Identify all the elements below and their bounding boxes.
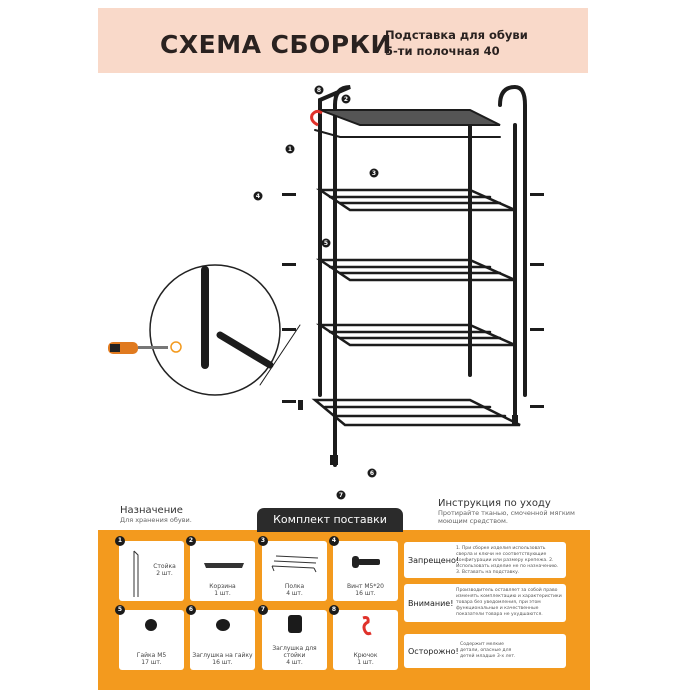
- assembly-diagram: 8 2 1 3 4 5 6 7: [108, 84, 544, 500]
- item-number: 4: [329, 536, 339, 546]
- screw-icon: [352, 556, 380, 568]
- svg-text:6: 6: [370, 470, 374, 477]
- post-icon: [133, 550, 139, 597]
- item-number: 5: [115, 605, 125, 615]
- shelf: [315, 258, 516, 282]
- svg-text:7: 7: [339, 492, 343, 499]
- care-text: Протирайте тканью, смоченной мягким моющ…: [438, 509, 575, 525]
- callout-3: 3: [369, 168, 379, 178]
- item-qty: 1 шт.: [357, 659, 374, 666]
- post-cap-icon: [288, 615, 302, 633]
- callout-1: 1: [285, 144, 295, 154]
- item-name: Заглушка на гайку: [192, 652, 253, 659]
- item-number: 2: [186, 536, 196, 546]
- svg-text:8: 8: [317, 87, 321, 94]
- item-number: 8: [329, 605, 339, 615]
- item-qty: 16 шт.: [212, 659, 233, 666]
- hook-icon: [362, 616, 372, 636]
- page-title: СХЕМА СБОРКИ: [160, 30, 392, 59]
- note-caution: Осторожно! Содержит мелкие детали, опасн…: [404, 634, 566, 668]
- detail-pointer-line: [259, 324, 301, 386]
- item-number: 1: [115, 536, 125, 546]
- header-band: [98, 8, 588, 73]
- detail-shelf-bar: [216, 331, 274, 369]
- left-back-post: [318, 85, 351, 397]
- item-number: 7: [258, 605, 268, 615]
- purpose-heading: Назначение: [120, 505, 183, 516]
- note-text: Содержит мелкие детали, опасные для дете…: [460, 642, 516, 659]
- item-name: Винт М5*20: [347, 583, 384, 590]
- item-name: Корзина: [209, 583, 236, 590]
- kit-tab: Комплект поставки: [257, 508, 403, 532]
- svg-text:2: 2: [344, 96, 348, 103]
- callout-7: 7: [336, 490, 346, 500]
- note-text: 1. При сборке изделия использовать сверл…: [456, 546, 559, 575]
- item-name: Крючок: [353, 652, 378, 659]
- care-heading: Инструкция по уходу: [438, 498, 551, 509]
- note-label: Запрещено!: [408, 556, 460, 565]
- hook-icon: [310, 109, 323, 127]
- subtitle-line-2: 5-ти полочная 40: [385, 44, 500, 58]
- note-label: Внимание!: [408, 599, 454, 608]
- item-name: Заглушка для стойки: [272, 645, 317, 659]
- product-subtitle: Подставка для обуви 5-ти полочная 40: [385, 27, 528, 59]
- item-qty: 4 шт.: [286, 590, 303, 597]
- basket: [314, 109, 501, 138]
- item-number: 3: [258, 536, 268, 546]
- shelf: [315, 188, 516, 212]
- item-qty: 4 шт.: [286, 659, 303, 666]
- item-qty: 16 шт.: [355, 590, 376, 597]
- item-qty: 1 шт.: [214, 590, 231, 597]
- svg-text:5: 5: [324, 240, 328, 247]
- callout-5: 5: [321, 238, 331, 248]
- shelf: [315, 323, 516, 347]
- item-qty: 2 шт.: [156, 570, 173, 577]
- callout-2: 2: [341, 94, 351, 104]
- item-number: 6: [186, 605, 196, 615]
- callout-8: 8: [314, 85, 324, 95]
- svg-text:3: 3: [372, 170, 376, 177]
- item-qty: 17 шт.: [141, 659, 162, 666]
- svg-text:4: 4: [256, 193, 260, 200]
- nut-icon: [145, 619, 157, 631]
- note-label: Осторожно!: [408, 647, 459, 656]
- callout-6: 6: [367, 468, 377, 478]
- screws: [282, 193, 544, 465]
- shelf-icon: [271, 555, 319, 573]
- svg-text:1: 1: [288, 146, 292, 153]
- care-section: Инструкция по уходу Протирайте тканью, с…: [438, 498, 588, 525]
- basket-icon: [204, 563, 244, 568]
- subtitle-line-1: Подставка для обуви: [385, 28, 528, 42]
- purpose-section: Назначение Для хранения обуви.: [120, 505, 192, 524]
- right-back-post: [498, 84, 527, 397]
- nut-cap-icon: [216, 619, 230, 631]
- callout-4: 4: [253, 191, 263, 201]
- item-name: Гайка М5: [136, 652, 167, 659]
- note-attention: Внимание! Производитель оставляет за соб…: [404, 584, 566, 622]
- detail-zoom-circle: [149, 264, 281, 396]
- shelf: [311, 398, 521, 427]
- item-name: Полка: [284, 583, 305, 590]
- item-name: Стойка: [153, 563, 176, 570]
- purpose-text: Для хранения обуви.: [120, 516, 192, 524]
- note-forbidden: Запрещено! 1. При сборке изделия использ…: [404, 542, 566, 578]
- note-text: Производитель оставляет за собой право и…: [456, 588, 562, 617]
- screwdriver-icon: [108, 341, 182, 354]
